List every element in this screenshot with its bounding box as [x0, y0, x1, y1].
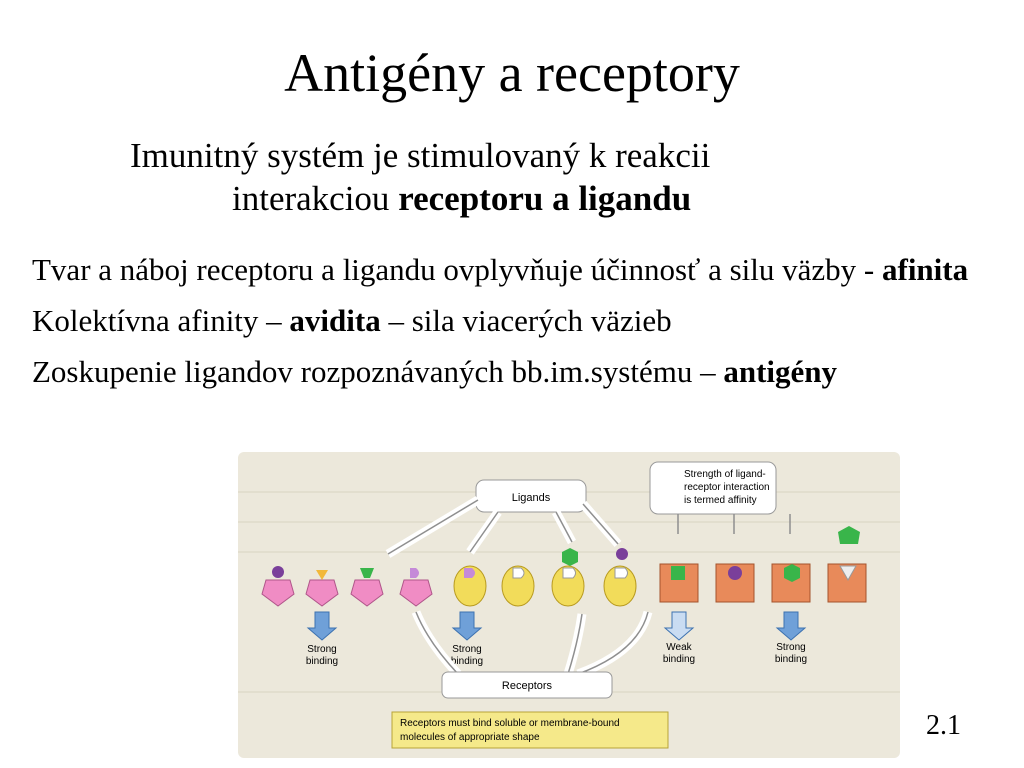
receptors-label: Receptors	[502, 680, 553, 692]
affinity-label-line1: Strength of ligand-	[684, 469, 766, 480]
binding-arrows	[306, 611, 807, 641]
ligands-label: Ligands	[512, 492, 551, 504]
bullet-text: Kolektívna afinity –	[32, 303, 290, 338]
bullet-text: Tvar a náboj receptoru a ligandu ovplyvň…	[32, 252, 882, 287]
green-ligand	[360, 568, 374, 578]
receptor-arrows	[415, 611, 649, 675]
ligand-receptor-figure: Ligands Strength of ligand- receptor int…	[238, 452, 900, 758]
empty-site	[839, 565, 857, 582]
yellow-ligand	[316, 570, 328, 580]
strong-binding-label: binding	[451, 656, 483, 667]
bullet-suffix: – sila viacerých väzieb	[380, 303, 672, 338]
bullet-affinity: Tvar a náboj receptoru a ligandu ovplyvň…	[32, 250, 1012, 289]
subtitle-line2-prefix: interakciou	[232, 179, 399, 218]
orange-receptors	[659, 563, 867, 603]
bullet-bold: afinita	[882, 252, 969, 287]
empty-site	[614, 567, 628, 579]
affinity-label-line2: receptor interaction	[684, 482, 770, 493]
empty-site	[512, 567, 525, 579]
purple-ligand	[616, 548, 628, 560]
affinity-callout-box	[649, 461, 777, 515]
weak-binding-label: binding	[663, 654, 695, 665]
receptor-arrows-outline	[411, 610, 653, 679]
purple-ligand	[464, 568, 475, 578]
strong-binding-label: Strong	[307, 644, 336, 655]
strong-binding-label: binding	[306, 656, 338, 667]
bullet-bold: antigény	[723, 354, 838, 389]
green-ligand	[784, 564, 800, 582]
strong-binding-label: Strong	[776, 642, 805, 653]
note-box	[391, 711, 669, 749]
green-ligand	[838, 526, 860, 544]
ligands-callout-box	[475, 479, 587, 513]
subtitle-line2: interakciou receptoru a ligandu	[130, 177, 910, 220]
bullet-bold: avidita	[289, 303, 381, 338]
receptors-callout-box	[441, 671, 613, 699]
slide-subtitle: Imunitný systém je stimulovaný k reakcii…	[130, 134, 910, 220]
ligand-arrows	[387, 499, 619, 555]
affinity-arrows	[677, 514, 791, 534]
note-line1: Receptors must bind soluble or membrane-…	[400, 718, 620, 729]
purple-ligand	[728, 566, 742, 580]
bullet-antigens: Zoskupenie ligandov rozpoznávaných bb.im…	[32, 352, 952, 391]
yellow-receptors	[453, 565, 637, 607]
subtitle-line2-bold: receptoru a ligandu	[398, 179, 692, 218]
bullet-list: Tvar a náboj receptoru a ligandu ovplyvň…	[32, 250, 1012, 403]
subtitle-line1: Imunitný systém je stimulovaný k reakcii	[130, 136, 711, 175]
bullet-avidity: Kolektívna afinity – avidita – sila viac…	[32, 301, 1012, 340]
strong-binding-label: binding	[775, 654, 807, 665]
green-ligand	[671, 566, 685, 580]
slide-number: 2.1	[926, 710, 961, 741]
slide-title: Antigény a receptory	[284, 43, 740, 103]
figure-svg: Ligands Strength of ligand- receptor int…	[238, 461, 900, 749]
affinity-label-line3: is termed affinity	[684, 495, 757, 506]
bullet-text: Zoskupenie ligandov rozpoznávaných bb.im…	[32, 354, 724, 389]
purple-ligand	[410, 568, 419, 578]
pink-receptors	[261, 579, 433, 607]
empty-site	[562, 567, 576, 579]
weak-binding-label: Weak	[666, 642, 692, 653]
green-ligand	[562, 548, 578, 566]
strong-binding-label: Strong	[452, 644, 481, 655]
note-line2: molecules of appropriate shape	[400, 732, 540, 743]
purple-ligand	[272, 566, 284, 578]
